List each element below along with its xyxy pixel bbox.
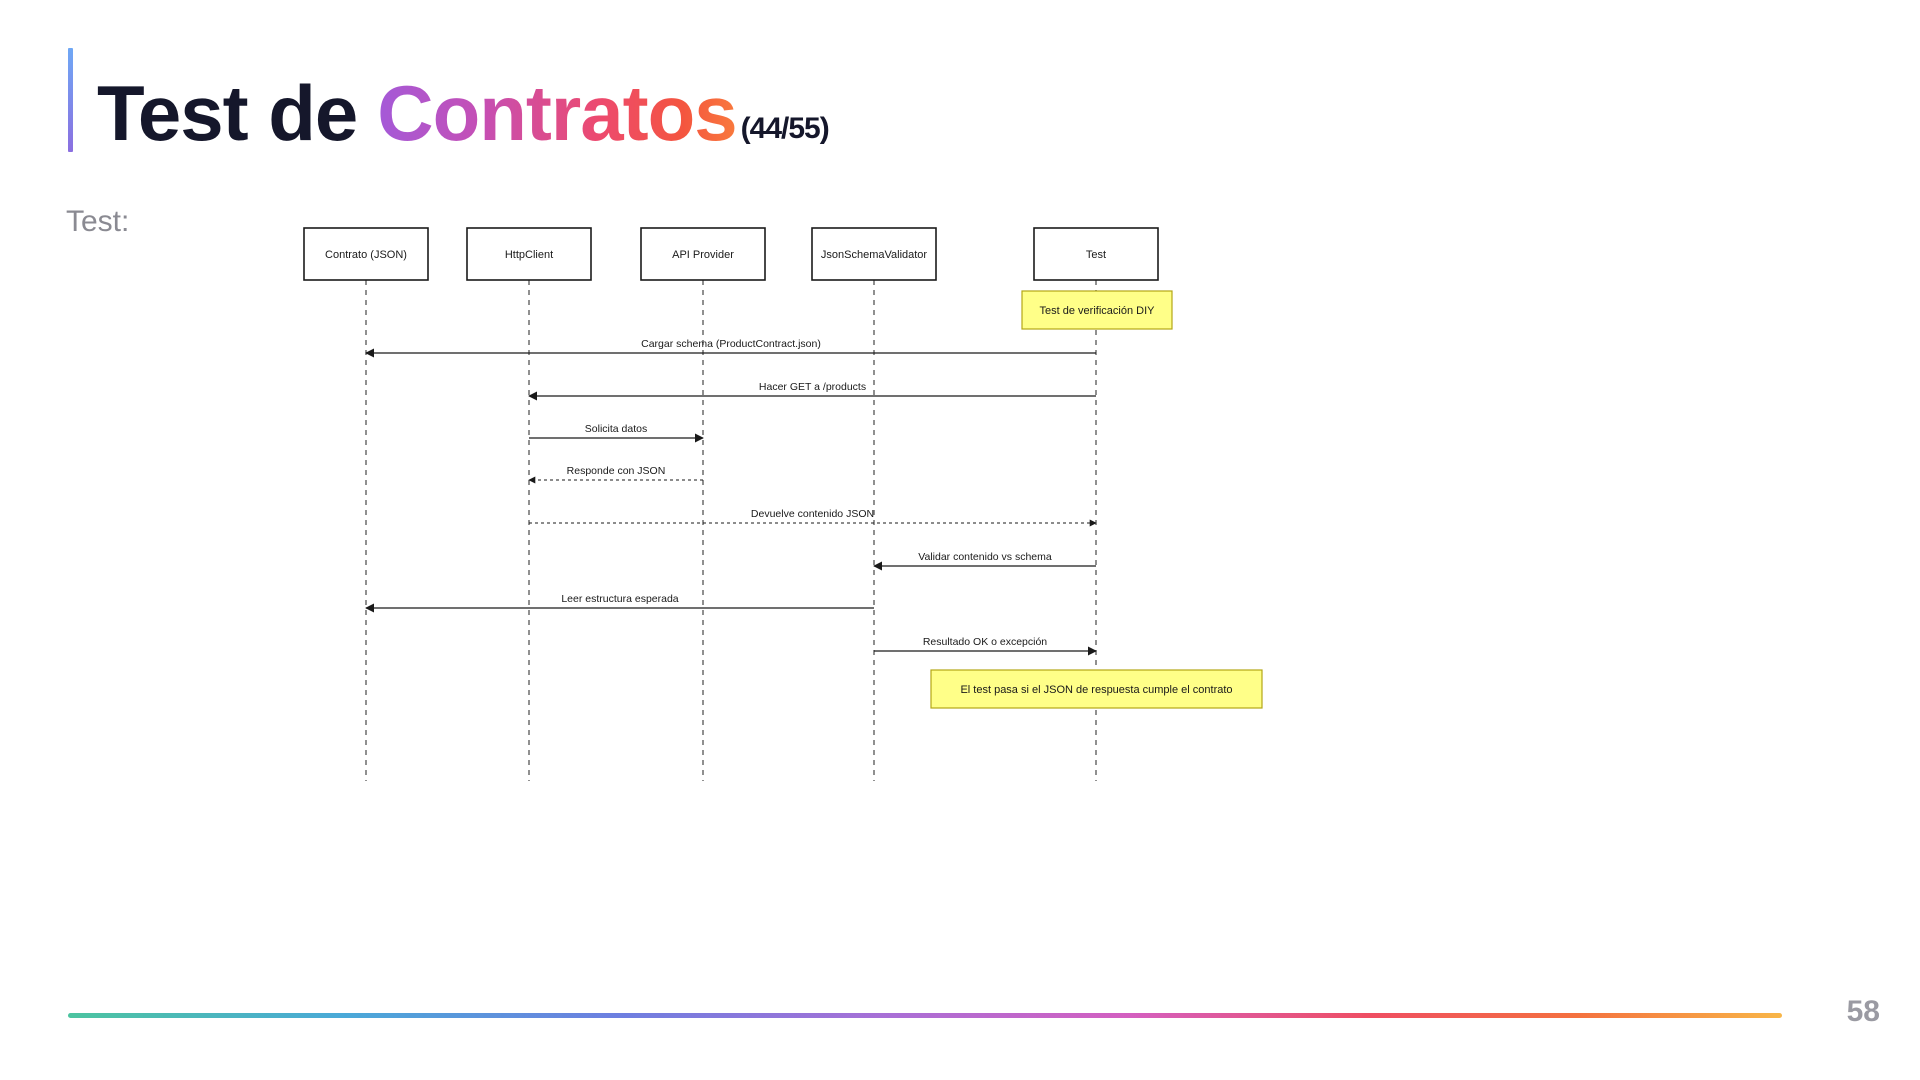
slide-header: Test de Contratos (44/55) (68, 48, 830, 157)
message-label-7: Resultado OK o excepción (923, 636, 1047, 648)
message-7: Resultado OK o excepción (874, 636, 1097, 656)
participant-apiprovider[interactable]: API Provider (640, 227, 766, 281)
message-1: Hacer GET a /products (528, 381, 1096, 401)
participants-group: Contrato (JSON) HttpClient API Provider Jso… (303, 227, 1159, 281)
page-title-accent: Contratos (377, 69, 737, 157)
title-accent-bar (68, 48, 73, 152)
participant-label-validator: JsonSchemaValidator (821, 249, 928, 261)
participant-box-validator[interactable] (811, 227, 937, 281)
participant-contrato[interactable]: Contrato (JSON) (303, 227, 429, 281)
slide-counter: (44/55) (740, 112, 830, 145)
message-label-4: Devuelve contenido JSON (751, 508, 874, 520)
participant-box-apiprovider[interactable] (640, 227, 766, 281)
note-0: Test de verificación DIY (1021, 290, 1173, 330)
note-box-0 (1021, 290, 1173, 330)
participant-label-httpclient: HttpClient (505, 249, 553, 261)
footer-gradient-bar (68, 1013, 1782, 1018)
notes-group: Test de verificación DIY El test pasa si … (930, 290, 1263, 709)
message-label-0: Cargar schema (ProductContract.json) (641, 338, 821, 350)
page-number: 58 (1846, 995, 1880, 1028)
participant-box-contrato[interactable] (303, 227, 429, 281)
subtitle: Test: (66, 205, 130, 238)
message-label-3: Responde con JSON (567, 465, 666, 477)
participant-validator[interactable]: JsonSchemaValidator (811, 227, 937, 281)
message-label-1: Hacer GET a /products (759, 381, 866, 393)
message-3: Responde con JSON (528, 465, 703, 484)
participant-box-httpclient[interactable] (466, 227, 592, 281)
participant-httpclient[interactable]: HttpClient (466, 227, 592, 281)
participant-test[interactable]: Test (1033, 227, 1159, 281)
page-title-plain: Test de (97, 69, 358, 157)
note-box-1 (930, 669, 1263, 709)
messages-group: Cargar schema (ProductContract.json) Hace… (365, 338, 1097, 656)
message-2: Solicita datos (529, 423, 704, 443)
lifelines-group (365, 280, 1097, 781)
message-label-6: Leer estructura esperada (561, 593, 678, 605)
message-6: Leer estructura esperada (365, 593, 874, 613)
note-label-1: El test pasa si el JSON de respuesta cum… (960, 684, 1232, 696)
participant-box-test[interactable] (1033, 227, 1159, 281)
message-0: Cargar schema (ProductContract.json) (365, 338, 1096, 358)
participant-label-apiprovider: API Provider (672, 249, 734, 261)
participant-label-test: Test (1086, 249, 1106, 261)
message-5: Validar contenido vs schema (873, 551, 1096, 571)
message-4: Devuelve contenido JSON (529, 508, 1097, 527)
message-label-5: Validar contenido vs schema (918, 551, 1052, 563)
note-1: El test pasa si el JSON de respuesta cum… (930, 669, 1263, 709)
participant-label-contrato: Contrato (JSON) (325, 249, 407, 261)
message-label-2: Solicita datos (585, 423, 647, 435)
note-label-0: Test de verificación DIY (1040, 305, 1156, 317)
page-title: Test de Contratos (44/55) (97, 69, 830, 157)
